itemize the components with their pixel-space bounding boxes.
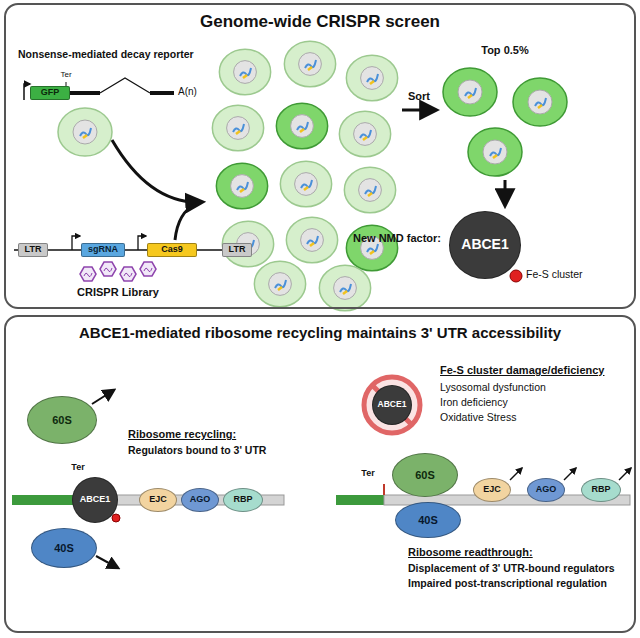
- component-shape: GFP: [30, 86, 70, 100]
- shape-label: RBP: [233, 495, 252, 505]
- cell: [212, 105, 263, 151]
- cell: [276, 103, 327, 149]
- shape-label: ABCE1: [378, 400, 407, 409]
- component-shape: RBP: [223, 488, 263, 512]
- cell: [443, 68, 497, 116]
- component-shape: EJC: [139, 488, 177, 512]
- annotation-label: Sort: [408, 90, 430, 103]
- annotation-label: Ter: [60, 70, 71, 79]
- component-shape: 60S: [27, 396, 97, 444]
- component-shape: Cas9: [147, 243, 197, 257]
- shape-label: EJC: [149, 495, 167, 505]
- annotation-label: Nonsense-mediated decay reporter: [18, 48, 194, 60]
- cell: [286, 217, 337, 263]
- cell: [58, 108, 112, 156]
- cell: [216, 163, 267, 209]
- shape-label: RBP: [591, 485, 610, 495]
- panel-title: ABCE1-mediated ribosome recycling mainta…: [6, 325, 634, 342]
- annotation-label: Ter: [361, 468, 374, 478]
- annotation-label: Displacement of 3' UTR-bound regulators: [408, 562, 615, 574]
- cell: [319, 265, 370, 311]
- component-shape: AGO: [527, 478, 565, 502]
- shape-label: EJC: [483, 485, 501, 495]
- shape-label: 40S: [54, 542, 74, 554]
- component-shape: 60S: [392, 453, 458, 497]
- shape-label: ABCE1: [80, 495, 111, 505]
- annotation-label: Top 0.5%: [481, 44, 528, 57]
- component-shape: EJC: [473, 478, 511, 502]
- shape-label: sgRNA: [88, 245, 118, 255]
- cell: [284, 41, 335, 87]
- annotation-label: A(n): [178, 86, 197, 98]
- annotation-label: Oxidative Stress: [440, 411, 516, 423]
- shape-label: LTR: [229, 245, 246, 255]
- annotation-label: Ter: [71, 462, 84, 472]
- component-shape: ABCE1: [72, 477, 118, 523]
- component-shape: LTR: [18, 243, 48, 257]
- artwork: [4, 3, 636, 633]
- shape-label: 40S: [418, 514, 438, 526]
- component-shape: sgRNA: [81, 243, 125, 257]
- cell: [280, 161, 331, 207]
- annotation-label: CRISPR Library: [77, 286, 159, 299]
- annotation-label: Ribosome recycling:: [128, 428, 236, 441]
- annotation-label: Ribosome readthrough:: [408, 546, 533, 559]
- shape-label: Cas9: [161, 245, 183, 255]
- shape-label: LTR: [25, 245, 42, 255]
- shape-label: AGO: [536, 485, 557, 495]
- annotation-label: Lysosomal dysfunction: [440, 381, 546, 393]
- shape-label: 60S: [415, 469, 435, 481]
- panel-title: Genome-wide CRISPR screen: [6, 13, 634, 32]
- cell: [222, 221, 273, 267]
- annotation-label: New NMD factor:: [353, 232, 441, 245]
- annotation-label: Fe-S cluster damage/deficiency: [440, 364, 604, 377]
- component-shape: RBP: [581, 478, 621, 502]
- component-shape: ABCE1: [372, 385, 412, 425]
- component-shape: LTR: [222, 243, 252, 257]
- shape-label: AGO: [190, 495, 211, 505]
- annotation-label: Impaired post-transcriptional regulation: [408, 577, 607, 589]
- cell: [254, 261, 305, 307]
- shape-label: GFP: [41, 88, 60, 98]
- annotation-label: Iron deficiency: [440, 396, 508, 408]
- annotation-label: Regulators bound to 3' UTR: [128, 444, 266, 456]
- cell: [344, 167, 395, 213]
- component-shape: AGO: [181, 488, 219, 512]
- cell: [513, 78, 567, 126]
- shape-label: 60S: [52, 414, 72, 426]
- annotation-label: Fe-S cluster: [526, 268, 583, 280]
- component-shape: 40S: [395, 502, 461, 538]
- cell: [468, 128, 522, 176]
- cell: [339, 111, 390, 157]
- shape-label: ABCE1: [461, 237, 508, 252]
- cell: [219, 49, 270, 95]
- component-shape: 40S: [31, 528, 97, 568]
- component-shape: ABCE1: [449, 211, 521, 279]
- cell: [346, 55, 397, 101]
